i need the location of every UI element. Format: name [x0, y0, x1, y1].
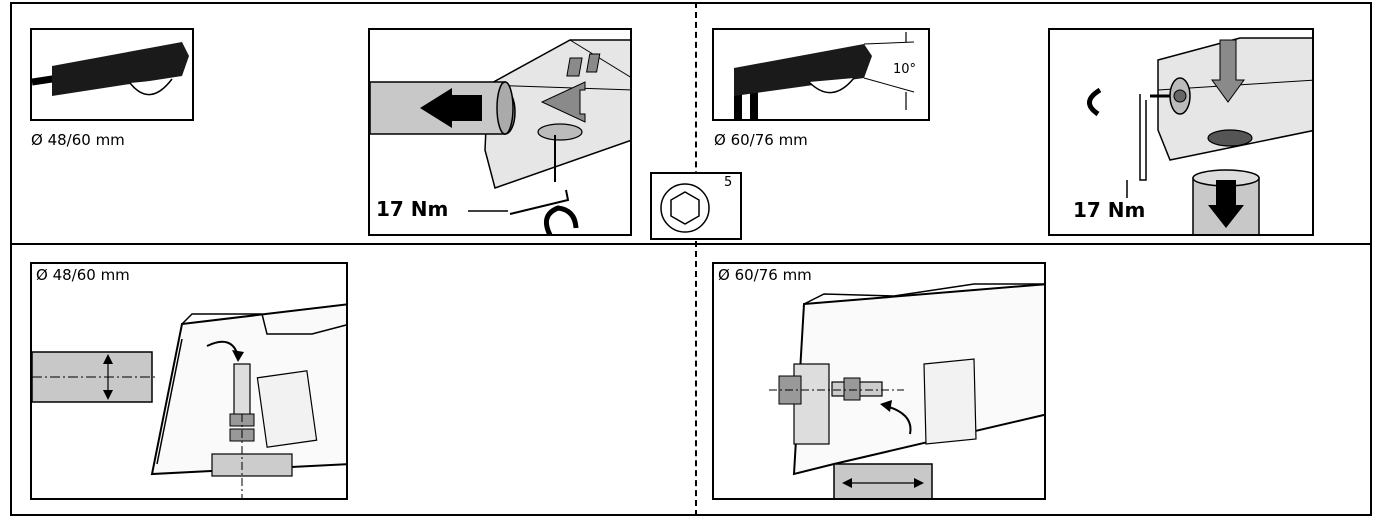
mount-diameter-label: Ø 60/76 mm	[714, 131, 808, 149]
mount-diameter-label: Ø 48/60 mm	[31, 131, 125, 149]
allen-key-icon	[509, 189, 570, 215]
hex-key-box	[650, 172, 742, 240]
panel-side-mount-icon	[30, 28, 194, 121]
hex-key-size: 5	[724, 175, 733, 190]
horizontal-divider	[10, 243, 1372, 245]
side-entry-drawing	[370, 39, 630, 234]
mount-diameter-label: Ø 60/76 mm	[718, 266, 812, 284]
hex-socket-icon	[660, 183, 710, 233]
luminaire-post-top-icon	[734, 32, 915, 119]
panel-side-entry-section	[30, 262, 348, 500]
pull-arrow-icon	[420, 88, 482, 128]
vertical-dashed-divider	[695, 2, 697, 516]
panel-side-entry-detail	[368, 28, 632, 236]
side-entry-section-drawing	[32, 303, 346, 498]
rotate-arrow-icon	[543, 205, 579, 234]
post-top-section-drawing	[769, 283, 1044, 498]
torque-value: 17 Nm	[1073, 198, 1146, 222]
panel-post-top-icon	[712, 28, 930, 121]
panel-post-top-section	[712, 262, 1046, 500]
mount-diameter-label: Ø 48/60 mm	[36, 266, 130, 284]
allen-key-icon	[1139, 94, 1147, 181]
torque-value: 17 Nm	[376, 197, 449, 221]
down-arrow-icon	[1208, 180, 1244, 228]
tilt-angle-label: 10°	[893, 62, 917, 77]
instruction-sheet-frame	[10, 2, 1372, 516]
luminaire-side-mount-icon	[32, 42, 189, 96]
post-top-drawing	[1087, 37, 1312, 234]
panel-post-top-detail	[1048, 28, 1314, 236]
rotate-arrow-icon	[1087, 87, 1102, 117]
